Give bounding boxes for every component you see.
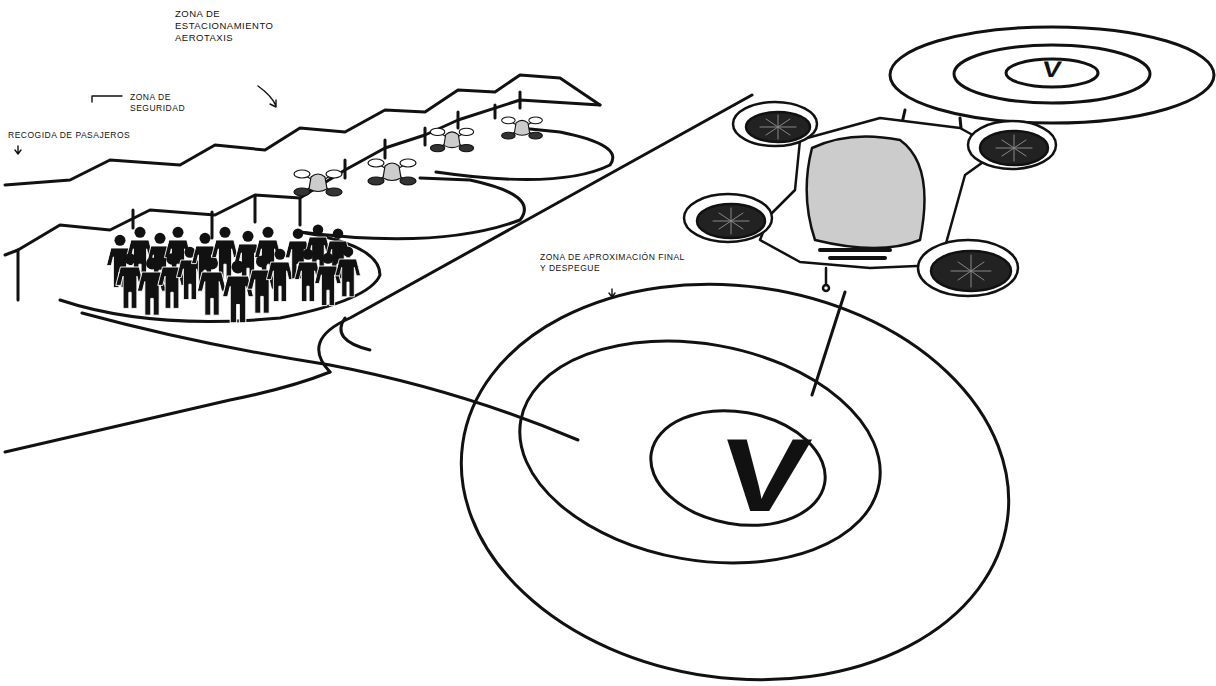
pad-marking: V [698,423,833,527]
rotor-blades [713,115,1032,287]
parking-pads [60,128,613,350]
top-disc [890,27,1214,138]
zone-label: ZONA DE ESTACIONAMIENTO AEROTAXIS [175,8,270,44]
aerotaxi [684,102,1056,296]
passenger-crowd [107,224,361,322]
zone-label: ZONA DE SEGURIDAD [130,92,190,113]
rotor [684,102,1056,296]
ground-outline [5,75,752,452]
zone-label: ZONA DE APROXIMACIÓN FINAL Y DESPEGUE [540,252,690,273]
pad-marking: V [1028,59,1075,81]
zone-label: RECOGIDA DE PASAJEROS [8,130,198,141]
parked-aerotaxis [294,117,542,196]
canopy-posts [133,92,600,238]
landing-pad [435,250,1034,686]
leader-arrows [15,86,615,297]
